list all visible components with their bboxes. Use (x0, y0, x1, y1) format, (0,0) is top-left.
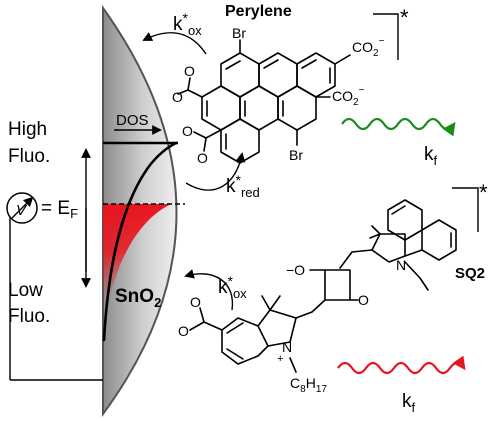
perylene-kox: k*ox (142, 10, 207, 55)
sq2-emission: kf (337, 355, 466, 415)
high-label: High (8, 119, 47, 140)
red-wave (337, 355, 466, 375)
sq2-kox-label: k*ox (218, 273, 247, 301)
sq2-molecule: * SQ2 N −O O N + C8H17 O O (178, 180, 488, 395)
low-label: Low (8, 280, 43, 301)
dos-curve (102, 141, 178, 342)
perylene-excited-star: * (400, 5, 409, 30)
sq2-anchor-o1: O (178, 323, 189, 339)
perylene-oxidation-arrow (142, 32, 207, 55)
perylene-kox-label: k*ox (173, 10, 202, 38)
perylene-molecule: Perylene * Br Br CO2− CO2− O O (172, 3, 409, 166)
sq2-oxidation-arrow (184, 269, 234, 311)
green-wave (341, 117, 456, 137)
sq2-n-plus: N (282, 339, 292, 355)
fluorescence-scale: High Fluo. Low Fluo. (8, 119, 91, 327)
dos-label: DOS (116, 112, 149, 129)
anchor-o2: O (184, 63, 195, 79)
sno2-label: SnO2 (115, 286, 161, 310)
sq2-kox: k*ox (184, 269, 247, 311)
sq2-label: SQ2 (455, 265, 485, 282)
sno2-particle: DOS SnO2 (102, 4, 185, 418)
sq2-kf-label: kf (402, 391, 416, 415)
sq2-anchor-o2: O (190, 294, 201, 310)
anchor-o1: O (172, 89, 183, 105)
sq2-excited-star: * (479, 180, 488, 205)
perylene-kred-label: k*red (226, 172, 260, 200)
high-fluo-label: Fluo. (8, 146, 50, 167)
anchor-o3: O (182, 123, 193, 139)
perylene-reduction-arrow (185, 152, 246, 191)
low-fluo-label: Fluo. (8, 306, 50, 327)
br-top-label: Br (232, 25, 246, 41)
perylene-kred: k*red (185, 152, 260, 200)
squarate-o-minus: −O (286, 262, 305, 278)
br-bottom-label: Br (289, 147, 303, 163)
carboxylate-bottom-label: CO2− (332, 85, 365, 108)
voltage-label: V (16, 202, 28, 219)
potentiostat: V = EF (6, 192, 103, 381)
squarate-o: O (358, 292, 369, 308)
sq2-n-upper: N (396, 257, 406, 273)
carboxylate-top-label: CO2− (352, 36, 385, 59)
sq2-octyl-label: C8H17 (290, 375, 327, 395)
perylene-kf-label: kf (424, 144, 438, 168)
sq2-n-charge: + (277, 353, 283, 365)
perylene-label: Perylene (225, 3, 292, 20)
anchor-o4: O (197, 150, 208, 166)
perylene-emission: kf (341, 117, 456, 168)
fermi-label: = EF (41, 198, 78, 221)
